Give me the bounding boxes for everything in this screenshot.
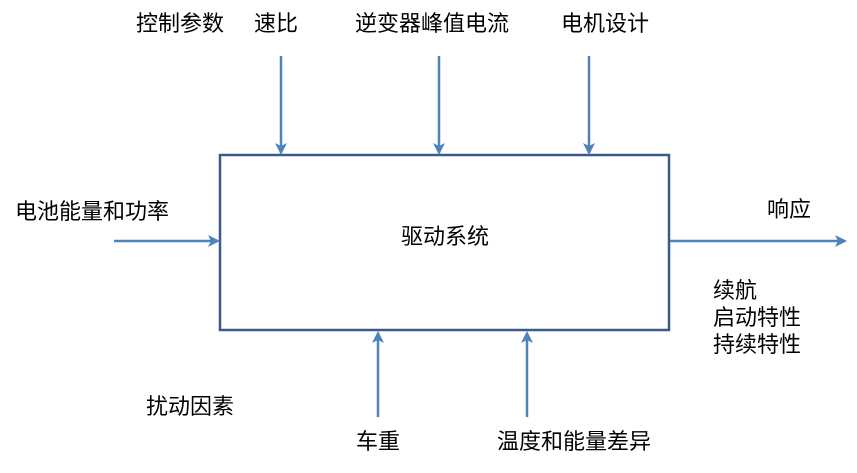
control-params-label: 控制参数 (136, 12, 225, 37)
drive-system-block (218, 153, 671, 332)
range-note: 续航 (713, 279, 758, 304)
output-characteristics-list: 续航 启动特性 持续特性 (713, 278, 801, 359)
sustained-note: 持续特性 (713, 333, 802, 358)
motor-design-label: 电机设计 (561, 12, 650, 37)
response-label: 响应 (767, 198, 812, 223)
temp-energy-label: 温度和能量差异 (497, 430, 652, 455)
vehicle-weight-label: 车重 (356, 430, 401, 455)
speed-ratio-label: 速比 (254, 12, 299, 37)
battery-label: 电池能量和功率 (15, 200, 170, 225)
startup-note: 启动特性 (713, 306, 802, 331)
block-label: 驱动系统 (400, 225, 489, 250)
disturbance-label: 扰动因素 (146, 395, 235, 420)
inverter-current-label: 逆变器峰值电流 (355, 12, 510, 37)
